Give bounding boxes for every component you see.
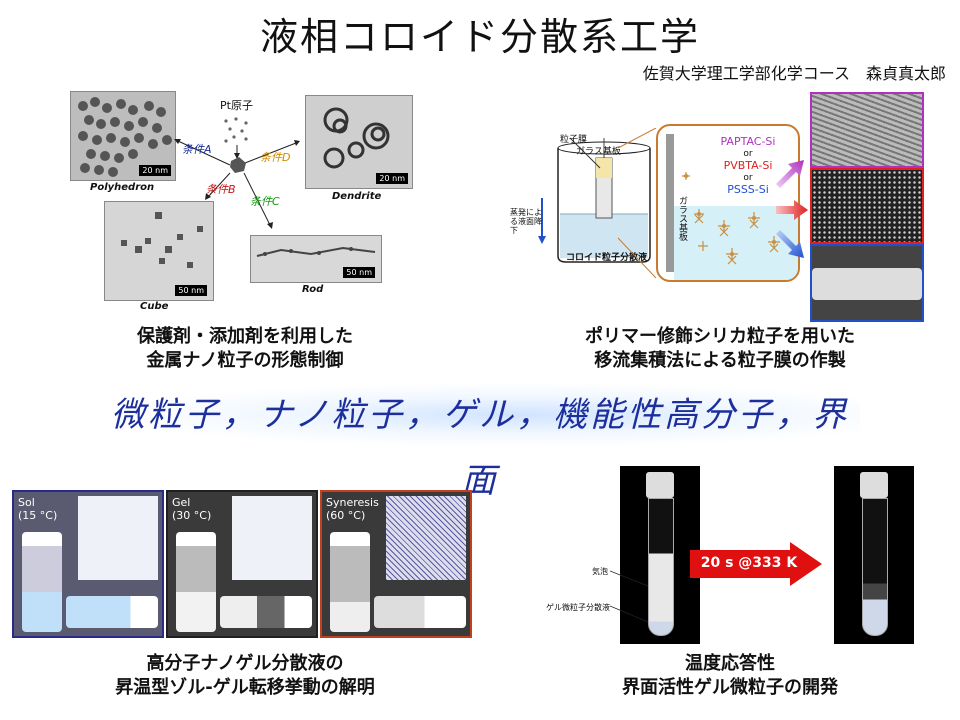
panel-sol-schematic xyxy=(78,496,158,580)
pt-atom-label: Pt原子 xyxy=(220,99,253,112)
polyhedron-label: Polyhedron xyxy=(90,182,155,193)
polymer-pvbta: PVBTA-Si xyxy=(723,159,773,172)
polymer-list: PAPTAC-Si or PVBTA-Si or PSSS-Si xyxy=(698,136,798,196)
caption-bottom-right: 温度応答性 界面活性ゲル微粒子の開発 xyxy=(530,652,930,700)
polymer-particles xyxy=(682,172,780,265)
rod-particles xyxy=(256,246,376,257)
panel-syneresis: Syneresis (60 °C) xyxy=(320,490,472,638)
polyhedron-particles xyxy=(78,97,172,177)
panel-gel-temp: (30 °C) xyxy=(172,509,212,522)
tube-after-photo xyxy=(834,466,914,644)
polymer-paptac: PAPTAC-Si xyxy=(720,135,776,148)
tube-before-body xyxy=(648,498,674,636)
sem-paptac-image xyxy=(810,92,924,168)
dispersion-label: コロイド粒子分散液 xyxy=(566,253,648,263)
caption-top-left-line1: 保護剤・添加剤を利用した xyxy=(137,326,353,347)
panel-gel: Gel (30 °C) xyxy=(166,490,318,638)
tube-after-body xyxy=(862,498,888,636)
substrate-label: ガラス基板 xyxy=(576,147,621,157)
caption-bottom-right-line1: 温度応答性 xyxy=(685,653,775,674)
panel-sol: Sol (15 °C) xyxy=(12,490,164,638)
test-tube-comparison: 気泡 ゲル微粒子分散液 20 s @333 K xyxy=(530,466,930,646)
rod-label: Rod xyxy=(302,284,324,295)
panel-syneresis-title: Syneresis xyxy=(326,496,379,509)
caption-top-left-line2: 金属ナノ粒子の形態制御 xyxy=(146,350,344,371)
panel-sol-vial-tilted xyxy=(66,596,158,628)
foam-label: 気泡 xyxy=(592,567,608,576)
tube-before-cap xyxy=(646,472,674,498)
polymer-or-2: or xyxy=(743,173,753,183)
heating-arrow-label: 20 s @333 K xyxy=(700,555,798,571)
cube-scalebar: 50 nm xyxy=(175,285,207,296)
heating-arrow-shape xyxy=(690,542,822,586)
affiliation: 佐賀大学理工学部化学コース 森貞真太郎 xyxy=(642,64,946,83)
page-title: 液相コロイド分散系工学 xyxy=(259,15,700,59)
condition-b-label: 条件B xyxy=(206,183,236,196)
caption-top-right-line1: ポリマー修飾シリカ粒子を用いた xyxy=(585,326,855,347)
panel-syneresis-vial-tilted xyxy=(374,596,466,628)
evaporation-label: 蒸発による液面降下 xyxy=(510,208,542,235)
morphology-diagram: 20 nm Polyhedron 20 nm Dendrite 50 nm Cu… xyxy=(60,85,430,315)
dendrite-scalebar: 20 nm xyxy=(376,173,408,184)
dendrite-label: Dendrite xyxy=(332,191,382,202)
dendrite-image: 20 nm xyxy=(305,95,413,189)
condition-c-label: 条件C xyxy=(250,195,280,208)
polymer-or-1: or xyxy=(743,149,753,159)
beaker-drawing xyxy=(538,137,651,263)
condition-a-label: 条件A xyxy=(182,143,212,156)
caption-bottom-left: 高分子ナノゲル分散液の 昇温型ゾル-ゲル転移挙動の解明 xyxy=(60,652,430,700)
dendrite-particles xyxy=(323,107,390,169)
tube-before-photo xyxy=(620,466,700,644)
tube-pointer-lines xyxy=(610,570,649,623)
keywords: 微粒子，ナノ粒子，ゲル，機能性高分子，界面 xyxy=(100,382,860,501)
cube-label: Cube xyxy=(140,301,169,312)
caption-top-left: 保護剤・添加剤を利用した 金属ナノ粒子の形態制御 xyxy=(60,325,430,373)
panel-syneresis-schematic xyxy=(386,496,466,580)
tube-after-cap xyxy=(860,472,888,498)
vertical-substrate-label: ガラス基板 xyxy=(677,196,687,241)
sem-pvbta-image xyxy=(810,168,924,244)
cube-image: 50 nm xyxy=(104,201,214,301)
morphology-arrows xyxy=(174,117,300,229)
caption-bottom-left-line1: 高分子ナノゲル分散液の xyxy=(146,653,344,674)
panel-gel-vial-tilted xyxy=(220,596,312,628)
sem-psss-film xyxy=(812,268,922,300)
condition-d-label: 条件D xyxy=(260,151,291,164)
panel-gel-schematic xyxy=(232,496,312,580)
caption-top-right-line2: 移流集積法による粒子膜の作製 xyxy=(594,350,846,371)
polyhedron-scalebar: 20 nm xyxy=(139,165,171,176)
inset-liquid xyxy=(674,206,798,280)
polymer-psss: PSSS-Si xyxy=(727,183,769,196)
zoom-lines xyxy=(618,128,657,278)
sol-gel-panels: Sol (15 °C) Gel (30 °C) Syneresis (60 °C… xyxy=(12,490,472,640)
dispersion-label-tube: ゲル微粒子分散液 xyxy=(546,603,610,612)
panel-gel-title: Gel xyxy=(172,496,191,509)
polyhedron-image: 20 nm xyxy=(70,91,176,181)
panel-syneresis-temp: (60 °C) xyxy=(326,509,366,522)
convective-assembly-diagram: 粒子膜 ガラス基板 蒸発による液面降下 コロイド粒子分散液 ガラス基板 PAPT… xyxy=(510,88,930,323)
film-label: 粒子膜 xyxy=(560,135,588,145)
caption-bottom-left-line2: 昇温型ゾル-ゲル転移挙動の解明 xyxy=(115,677,375,698)
result-arrows xyxy=(776,160,808,258)
zoom-inset: ガラス基板 PAPTAC-Si or PVBTA-Si or PSSS-Si xyxy=(656,124,800,282)
sem-psss-image xyxy=(810,244,924,322)
panel-sol-vial xyxy=(22,532,62,632)
panel-sol-title: Sol xyxy=(18,496,35,509)
rod-scalebar: 50 nm xyxy=(343,267,375,278)
heating-arrow: 20 s @333 K xyxy=(690,542,822,586)
panel-sol-temp: (15 °C) xyxy=(18,509,58,522)
panel-gel-vial xyxy=(176,532,216,632)
rod-image: 50 nm xyxy=(250,235,382,283)
panel-syneresis-vial xyxy=(330,532,370,632)
inset-substrate xyxy=(666,134,674,272)
caption-bottom-right-line2: 界面活性ゲル微粒子の開発 xyxy=(622,677,838,698)
caption-top-right: ポリマー修飾シリカ粒子を用いた 移流集積法による粒子膜の作製 xyxy=(530,325,910,373)
cube-particles xyxy=(121,212,203,268)
